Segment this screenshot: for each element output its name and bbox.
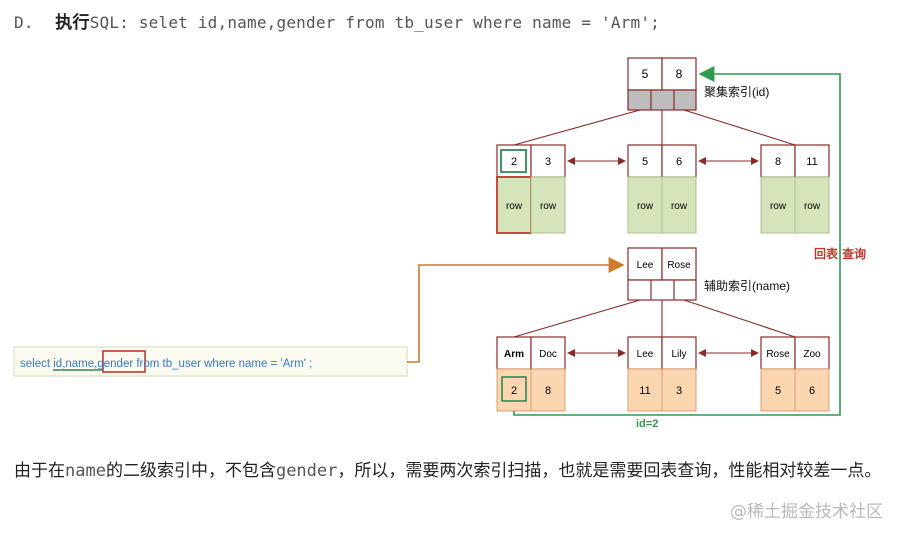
back-table-lookup-path (513, 66, 841, 416)
clustered-leaf-3-row-2: row (804, 201, 821, 212)
query-part-select: select (20, 358, 53, 370)
secondary-leaf-1-key-2: Doc (539, 349, 557, 360)
secondary-root-key-2: Rose (667, 260, 691, 271)
clustered-leaf-3-key-1: 8 (775, 156, 781, 168)
secondary-index-label: 辅助索引(name) (704, 279, 790, 293)
clustered-leaf-1-row-2: row (540, 201, 557, 212)
clustered-leaf-1-key-2: 3 (545, 156, 551, 168)
secondary-leaf-2-value-2: 3 (676, 385, 682, 397)
clustered-leaf-2-row-2: row (671, 201, 688, 212)
back-table-label: 回表 查询 (814, 246, 866, 261)
query-part-id-name: id,name, (53, 358, 97, 370)
clustered-edge-left (513, 109, 641, 146)
secondary-leaf-3-value-1: 5 (775, 385, 781, 397)
secondary-leaf-3: Rose Zoo 5 6 (760, 336, 830, 412)
clustered-leaf-2-key-2: 6 (676, 156, 682, 168)
secondary-leaf-3-value-2: 6 (809, 385, 815, 397)
clustered-leaf-2-row-1: row (637, 201, 654, 212)
secondary-root-key-1: Lee (637, 260, 654, 271)
clustered-root-key-1: 5 (642, 67, 649, 81)
para-part-gender: gender (275, 461, 338, 481)
heading-sql: SQL: selet id,name,gender from tb_user w… (89, 13, 660, 32)
secondary-leaf-1: Arm Doc 2 8 (496, 336, 566, 412)
clustered-edge-right (683, 109, 796, 146)
query-part-gender: gender (97, 358, 133, 370)
para-part-3: 的二级索引中，不包含 (105, 461, 276, 481)
secondary-leaf-2-key-2: Lily (671, 349, 686, 360)
clustered-leaf-1-key-1: 2 (511, 156, 517, 168)
query-box: select id,name,gender from tb_user where… (13, 346, 408, 377)
para-part-5: ，所以，需要两次索引扫描，也就是需要回表查询，性能相对较差一点。 (337, 461, 882, 481)
section-label: D. (14, 13, 34, 32)
secondary-leaf-1-value-1: 2 (511, 385, 517, 397)
clustered-root-node: 5 8 (627, 57, 697, 111)
explanation-paragraph: 由于在name的二级索引中，不包含gender，所以，需要两次索引扫描，也就是需… (14, 452, 886, 490)
secondary-leaf-2-value-1: 11 (639, 385, 650, 397)
heading-cn-text: 执行 (55, 13, 90, 33)
index-diagram: 5 8 聚集索引(id) 2 3 row row 5 6 row row 8 1… (13, 57, 866, 430)
gender-highlight (102, 350, 146, 373)
clustered-leaf-2-key-1: 5 (642, 156, 648, 168)
secondary-edge-right (683, 299, 796, 338)
clustered-leaf-3: 8 11 row row (760, 144, 830, 234)
clustered-leaf-1-row-1: row (506, 201, 523, 212)
id-equals-label: id=2 (636, 418, 658, 430)
query-text: select id,name,gender from tb_user where… (20, 358, 312, 370)
para-part-1: 由于在 (14, 461, 65, 481)
secondary-edge-left (513, 299, 641, 338)
watermark: @稀土掘金技术社区 (730, 502, 883, 522)
clustered-leaf-2: 5 6 row row (627, 144, 697, 234)
para-part-name: name (65, 461, 106, 481)
secondary-root-node: Lee Rose (627, 247, 697, 301)
clustered-leaf-3-key-2: 11 (806, 156, 817, 168)
clustered-index-label: 聚集索引(id) (704, 84, 769, 99)
secondary-leaf-1-value-2: 8 (545, 385, 551, 397)
query-to-secondary-arrow (407, 257, 625, 363)
secondary-leaf-3-key-1: Rose (766, 349, 790, 360)
secondary-leaf-3-key-2: Zoo (803, 349, 821, 360)
secondary-leaf-2-key-1: Lee (637, 349, 654, 360)
section-heading: D. 执行SQL: selet id,name,gender from tb_u… (14, 8, 660, 33)
clustered-leaf-1: 2 3 row row (496, 144, 566, 234)
clustered-root-key-2: 8 (676, 67, 683, 81)
query-part-rest: from tb_user where name = 'Arm' ; (133, 358, 312, 370)
secondary-leaf-2: Lee Lily 11 3 (627, 336, 697, 412)
secondary-leaf-1-key-1: Arm (504, 349, 524, 360)
clustered-leaf-3-row-1: row (770, 201, 787, 212)
